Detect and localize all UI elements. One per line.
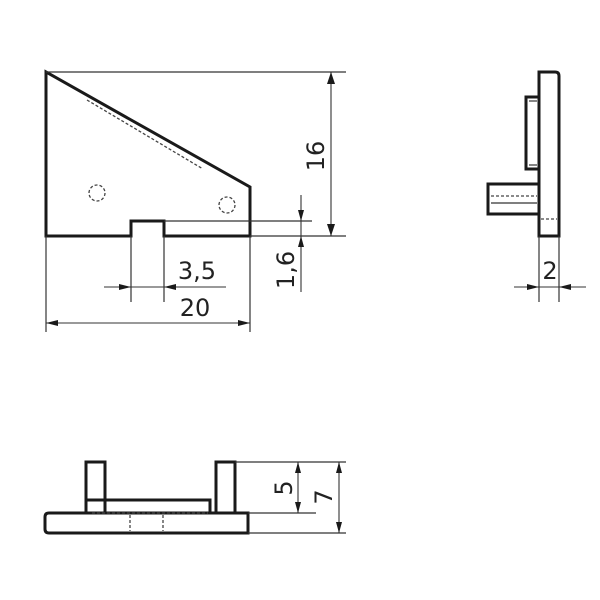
front-view: 16 1,6 3,5 20 (44, 69, 346, 332)
side-upper-lug (524, 95, 541, 171)
dim-text-16: 16 (302, 141, 330, 172)
dimension-2: 2 (514, 257, 586, 290)
front-view-outline (44, 69, 252, 238)
dimension-3-5: 3,5 (104, 257, 226, 290)
dim-text-5: 5 (270, 480, 298, 495)
dim-text-20: 20 (180, 294, 211, 322)
dim-text-3-5: 3,5 (178, 257, 216, 285)
dimension-1-6: 1,6 (272, 195, 304, 292)
dimension-16: 16 (302, 72, 335, 236)
dimension-20: 20 (46, 294, 250, 326)
side-pin (486, 182, 541, 216)
bottom-base-plate (43, 511, 250, 535)
dim-text-2: 2 (542, 257, 557, 285)
hidden-hole-left (88, 184, 106, 202)
dim-text-7: 7 (310, 489, 338, 504)
bottom-left-pin (84, 460, 107, 515)
side-plate (537, 70, 561, 238)
hidden-hole-right (218, 196, 236, 214)
bottom-view: 5 7 (43, 460, 346, 535)
side-view: 2 (486, 70, 586, 302)
dim-text-1-6: 1,6 (272, 251, 300, 289)
hidden-chamfer-line (86, 99, 204, 170)
dimension-5: 5 (270, 462, 301, 513)
dimension-7: 7 (310, 462, 342, 533)
bottom-right-pin (214, 460, 237, 515)
